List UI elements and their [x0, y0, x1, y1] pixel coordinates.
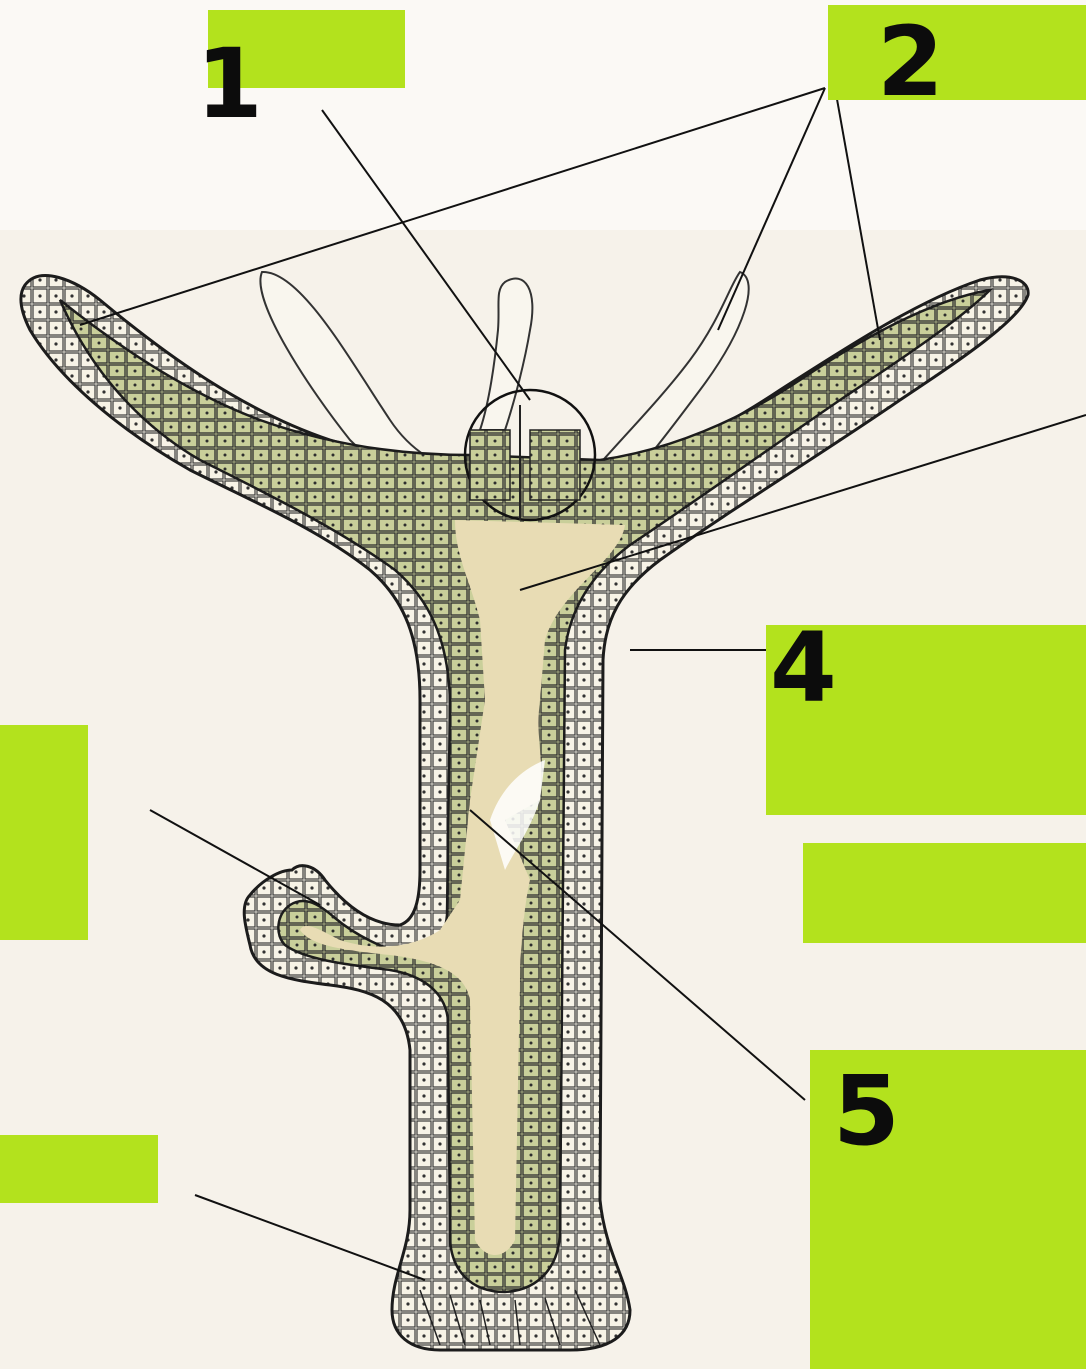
label-number-1: 1 [196, 36, 263, 132]
answer-box-extra [803, 843, 1086, 943]
label-number-4: 4 [770, 620, 837, 716]
answer-box-basal [0, 1135, 158, 1203]
label-number-5: 5 [833, 1063, 900, 1159]
answer-box-2 [828, 5, 1086, 100]
label-number-2: 2 [877, 14, 944, 110]
answer-box-bud [0, 725, 88, 940]
